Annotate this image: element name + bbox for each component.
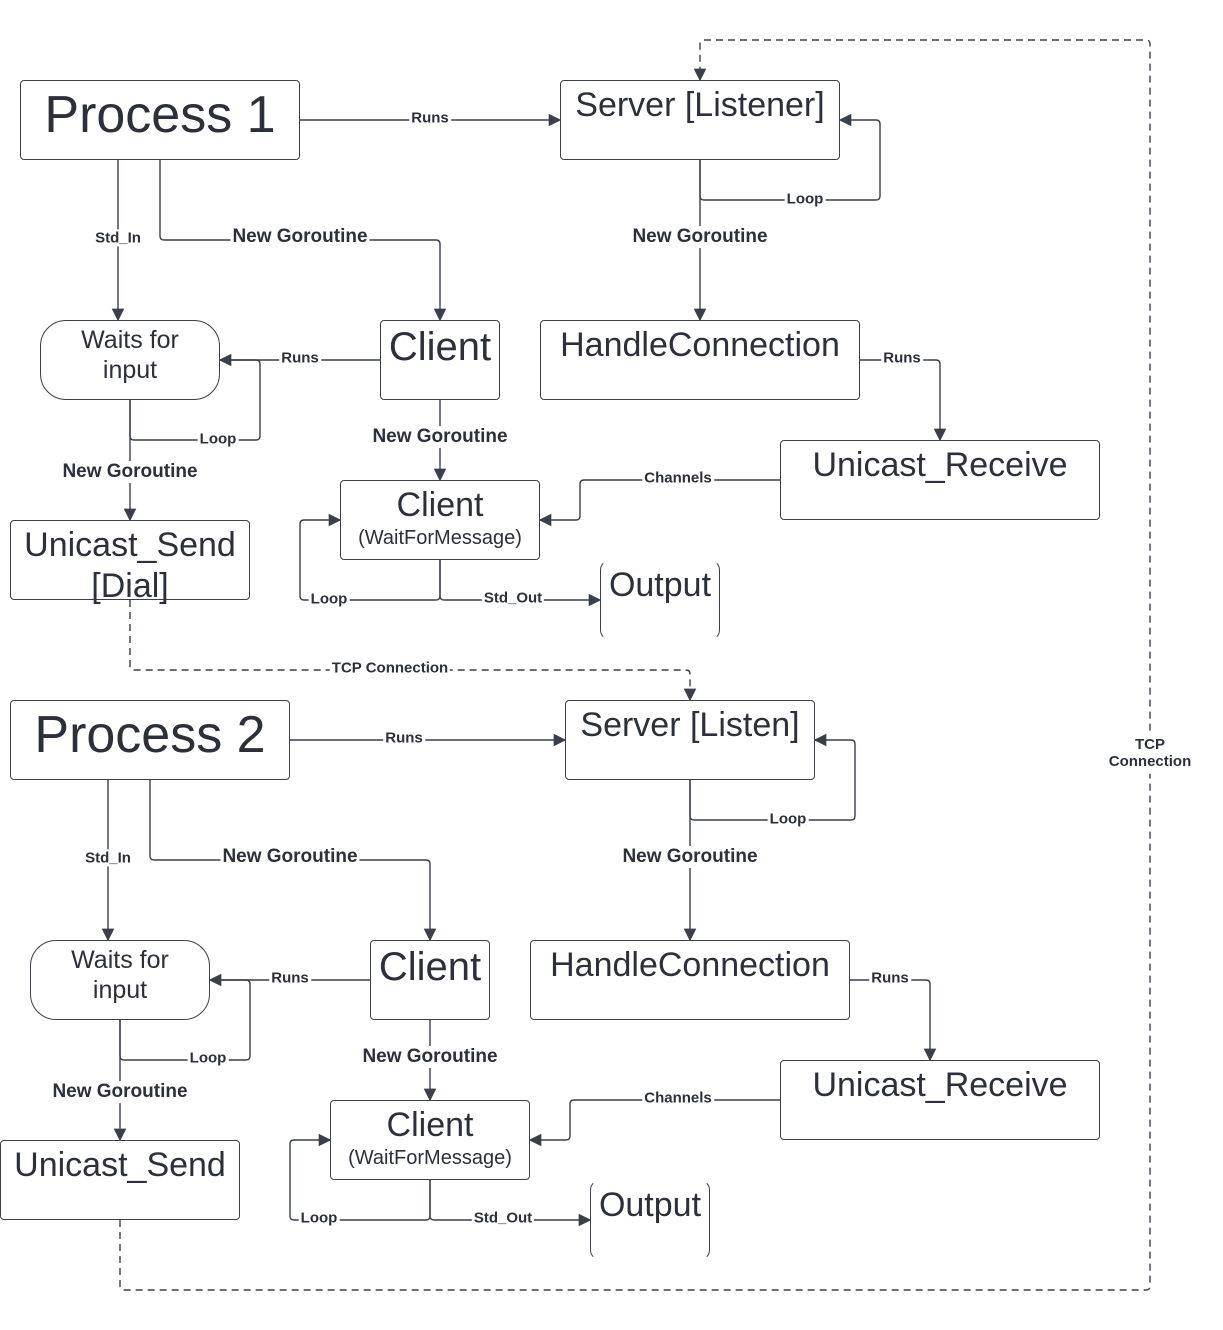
label-handle1-runs: Runs: [881, 349, 923, 367]
edge-receive1-channels: [538, 479, 780, 527]
edge-receive2-channels: [528, 1099, 780, 1147]
node-client-wait-2-line-2: (WaitForMessage): [348, 1146, 512, 1169]
edge-clientwait1-loop: [299, 513, 441, 601]
label-waits1-new-goroutine: New Goroutine: [60, 461, 200, 483]
node-handle-connection-2: HandleConnection: [530, 940, 850, 1020]
node-unicast-send-2: Unicast_Send: [0, 1140, 240, 1220]
label-waits2-new-goroutine: New Goroutine: [50, 1081, 190, 1103]
label-p2-new-goroutine: New Goroutine: [220, 846, 360, 868]
node-output-1-line-1: Output: [608, 566, 712, 604]
node-server-listen: Server [Listen]: [565, 700, 815, 780]
label-receive1-channels: Channels: [642, 469, 714, 487]
node-waits-input-2-line-1: Waits for: [71, 946, 169, 974]
node-client-2: Client: [370, 940, 490, 1020]
label-client2-runs: Runs: [269, 969, 311, 987]
node-unicast-send-dial: Unicast_Send[Dial]: [10, 520, 250, 605]
edge-handle1-receive: [860, 359, 947, 442]
node-client-1: Client: [380, 320, 500, 400]
label-server1-loop: Loop: [784, 190, 826, 208]
node-unicast-send-2-line-1: Unicast_Send: [14, 1146, 226, 1184]
node-handle-connection-2-line-1: HandleConnection: [550, 946, 830, 984]
label-clientwait2-loop: Loop: [298, 1209, 340, 1227]
edge-handle2-receive: [850, 979, 937, 1062]
node-handle-connection-1-line-1: HandleConnection: [560, 326, 840, 364]
node-client-wait-1-line-1: Client: [396, 486, 484, 524]
label-p1-runs: Runs: [409, 109, 451, 127]
label-p1-new-goroutine: New Goroutine: [230, 226, 370, 248]
node-unicast-receive-2: Unicast_Receive: [780, 1060, 1100, 1140]
label-p2-runs: Runs: [383, 729, 425, 747]
label-receive2-channels: Channels: [642, 1089, 714, 1107]
node-client-wait-2-line-1: Client: [386, 1106, 474, 1144]
label-clientwait1-loop: Loop: [308, 590, 350, 608]
node-client-1-line-1: Client: [388, 325, 492, 369]
label-client1-new-goroutine: New Goroutine: [370, 426, 510, 448]
node-server-listener: Server [Listener]: [560, 80, 840, 160]
node-unicast-receive-1-line-1: Unicast_Receive: [812, 446, 1068, 484]
node-client-wait-1-line-2: (WaitForMessage): [358, 526, 522, 549]
node-waits-input-1-line-1: Waits for: [81, 326, 179, 354]
label-server2-loop: Loop: [767, 810, 809, 828]
label-handle2-runs: Runs: [869, 969, 911, 987]
label-tcp-p2-to-p1-line-2: Connection: [1108, 753, 1192, 770]
node-output-2: Output: [590, 1180, 710, 1260]
label-waits2-loop: Loop: [187, 1049, 229, 1067]
node-server-listener-line-1: Server [Listener]: [575, 86, 825, 124]
node-client-wait-1: Client(WaitForMessage): [340, 480, 540, 560]
label-waits1-loop: Loop: [197, 430, 239, 448]
edge-waits2-loop: [119, 979, 251, 1061]
node-process2-line-1: Process 2: [34, 706, 266, 764]
edge-tcp-p2-to-p1: [119, 39, 1151, 1291]
label-tcp-p2-to-p1-line-1: TCP: [1135, 735, 1165, 753]
edge-clientwait1-stdout: [439, 560, 602, 607]
node-process1-line-1: Process 1: [44, 86, 276, 144]
node-process1: Process 1: [20, 80, 300, 160]
node-waits-input-2-line-2: input: [92, 976, 148, 1004]
label-p2-stdin: Std_In: [83, 849, 133, 867]
node-handle-connection-1: HandleConnection: [540, 320, 860, 400]
label-client2-new-goroutine: New Goroutine: [360, 1046, 500, 1068]
edge-waits1-loop: [129, 359, 261, 441]
node-unicast-send-dial-line-1: Unicast_Send: [24, 526, 236, 564]
edge-server1-loop: [699, 113, 881, 201]
edge-server2-loop: [689, 733, 856, 821]
label-clientwait1-stdout: Std_Out: [481, 589, 545, 607]
node-server-listen-line-1: Server [Listen]: [580, 706, 800, 744]
node-process2: Process 2: [10, 700, 290, 780]
node-client-wait-2: Client(WaitForMessage): [330, 1100, 530, 1180]
label-clientwait2-stdout: Std_Out: [471, 1209, 535, 1227]
node-client-2-line-1: Client: [378, 945, 482, 989]
label-server2-new-goroutine: New Goroutine: [620, 846, 760, 868]
edge-clientwait2-stdout: [429, 1180, 592, 1227]
node-output-2-line-1: Output: [598, 1186, 702, 1224]
edge-clientwait2-loop: [289, 1133, 431, 1221]
label-server1-new-goroutine: New Goroutine: [630, 226, 770, 248]
node-unicast-receive-1: Unicast_Receive: [780, 440, 1100, 520]
node-unicast-send-dial-line-2: [Dial]: [91, 566, 169, 605]
label-tcp-p1-to-p2: TCP Connection: [329, 659, 451, 677]
label-p1-stdin: Std_In: [93, 229, 143, 247]
node-output-1: Output: [600, 560, 720, 640]
node-waits-input-1-line-2: input: [102, 356, 158, 384]
label-client1-runs: Runs: [279, 349, 321, 367]
node-unicast-receive-2-line-1: Unicast_Receive: [812, 1066, 1068, 1104]
